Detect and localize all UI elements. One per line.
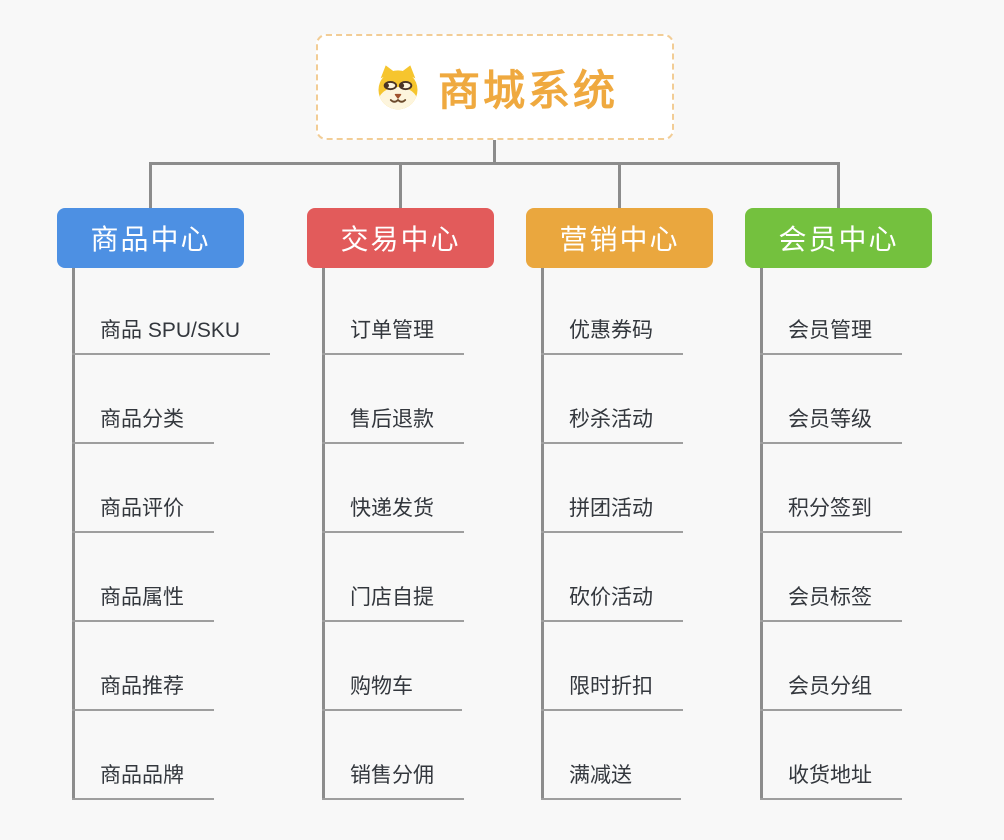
leaf-topic[interactable]: 会员等级	[760, 355, 902, 444]
leaf-topic[interactable]: 快递发货	[322, 444, 464, 533]
branch-topic[interactable]: 商品中心	[57, 208, 244, 268]
leaf-column-line	[72, 268, 75, 800]
leaf-column-line	[322, 268, 325, 800]
branch-drop-line	[149, 162, 152, 208]
branch-drop-line	[399, 162, 402, 208]
leaf-topic[interactable]: 积分签到	[760, 444, 902, 533]
leaf-topic[interactable]: 会员管理	[760, 266, 902, 355]
leaf-topic[interactable]: 会员标签	[760, 533, 902, 622]
branch-label: 商品中心	[90, 224, 211, 255]
leaf-topic[interactable]: 会员分组	[760, 622, 902, 711]
leaf-label: 优惠券码	[541, 314, 683, 355]
leaf-label: 商品品牌	[72, 759, 214, 800]
leaf-label: 积分签到	[760, 492, 902, 533]
leaf-topic[interactable]: 商品 SPU/SKU	[72, 266, 271, 355]
leaf-topic[interactable]: 商品评价	[72, 444, 270, 533]
leaf-label: 商品 SPU/SKU	[72, 314, 271, 355]
root-title: 商城系统	[437, 66, 618, 114]
leaf-label: 砍价活动	[541, 581, 683, 622]
leaf-topic[interactable]: 满减送	[541, 711, 683, 800]
leaf-column: 会员管理会员等级积分签到会员标签会员分组收货地址	[760, 266, 902, 800]
leaf-topic[interactable]: 商品分类	[72, 355, 270, 444]
leaf-label: 拼团活动	[541, 492, 683, 533]
dog-face-icon	[372, 61, 424, 113]
leaf-label: 商品属性	[72, 581, 214, 622]
leaf-label: 售后退款	[322, 403, 464, 444]
root-stem-line	[492, 138, 496, 165]
leaf-label: 商品推荐	[72, 670, 214, 711]
leaf-topic[interactable]: 购物车	[322, 622, 464, 711]
branch-drop-line	[618, 162, 621, 208]
branch-label: 会员中心	[778, 224, 899, 255]
leaf-label: 会员等级	[760, 403, 902, 444]
branch-topic[interactable]: 营销中心	[526, 208, 713, 268]
branch-topic[interactable]: 交易中心	[307, 208, 494, 268]
branch-label: 交易中心	[340, 224, 461, 255]
leaf-label: 快递发货	[322, 492, 464, 533]
branch-label: 营销中心	[559, 224, 680, 255]
leaf-topic[interactable]: 订单管理	[322, 266, 464, 355]
leaf-label: 销售分佣	[322, 759, 464, 800]
leaf-topic[interactable]: 销售分佣	[322, 711, 464, 800]
leaf-label: 秒杀活动	[541, 403, 683, 444]
leaf-label: 会员管理	[760, 314, 902, 355]
leaf-column: 优惠券码秒杀活动拼团活动砍价活动限时折扣满减送	[541, 266, 683, 800]
leaf-label: 订单管理	[322, 314, 464, 355]
leaf-label: 商品分类	[72, 403, 214, 444]
leaf-topic[interactable]: 门店自提	[322, 533, 464, 622]
leaf-topic[interactable]: 砍价活动	[541, 533, 683, 622]
leaf-topic[interactable]: 商品推荐	[72, 622, 270, 711]
leaf-topic[interactable]: 商品品牌	[72, 711, 270, 800]
leaf-label: 商品评价	[72, 492, 214, 533]
branch-drop-line	[837, 162, 840, 208]
leaf-column-line	[760, 268, 763, 800]
leaf-column-line	[541, 268, 544, 800]
branch-rail-line	[149, 162, 840, 165]
root-topic[interactable]: 商城系统	[316, 34, 674, 140]
leaf-topic[interactable]: 售后退款	[322, 355, 464, 444]
leaf-topic[interactable]: 秒杀活动	[541, 355, 683, 444]
branch-topic[interactable]: 会员中心	[745, 208, 932, 268]
leaf-topic[interactable]: 优惠券码	[541, 266, 683, 355]
leaf-column: 商品 SPU/SKU 商品分类商品评价商品属性商品推荐商品品牌	[72, 266, 271, 800]
leaf-label: 会员标签	[760, 581, 902, 622]
leaf-topic[interactable]: 商品属性	[72, 533, 270, 622]
leaf-label: 满减送	[541, 759, 681, 800]
leaf-label: 购物车	[322, 670, 462, 711]
leaf-topic[interactable]: 限时折扣	[541, 622, 683, 711]
leaf-label: 会员分组	[760, 670, 902, 711]
leaf-label: 限时折扣	[541, 670, 683, 711]
leaf-topic[interactable]: 收货地址	[760, 711, 902, 800]
leaf-topic[interactable]: 拼团活动	[541, 444, 683, 533]
leaf-label: 门店自提	[322, 581, 464, 622]
leaf-label: 收货地址	[760, 759, 902, 800]
leaf-column: 订单管理售后退款快递发货门店自提购物车销售分佣	[322, 266, 464, 800]
